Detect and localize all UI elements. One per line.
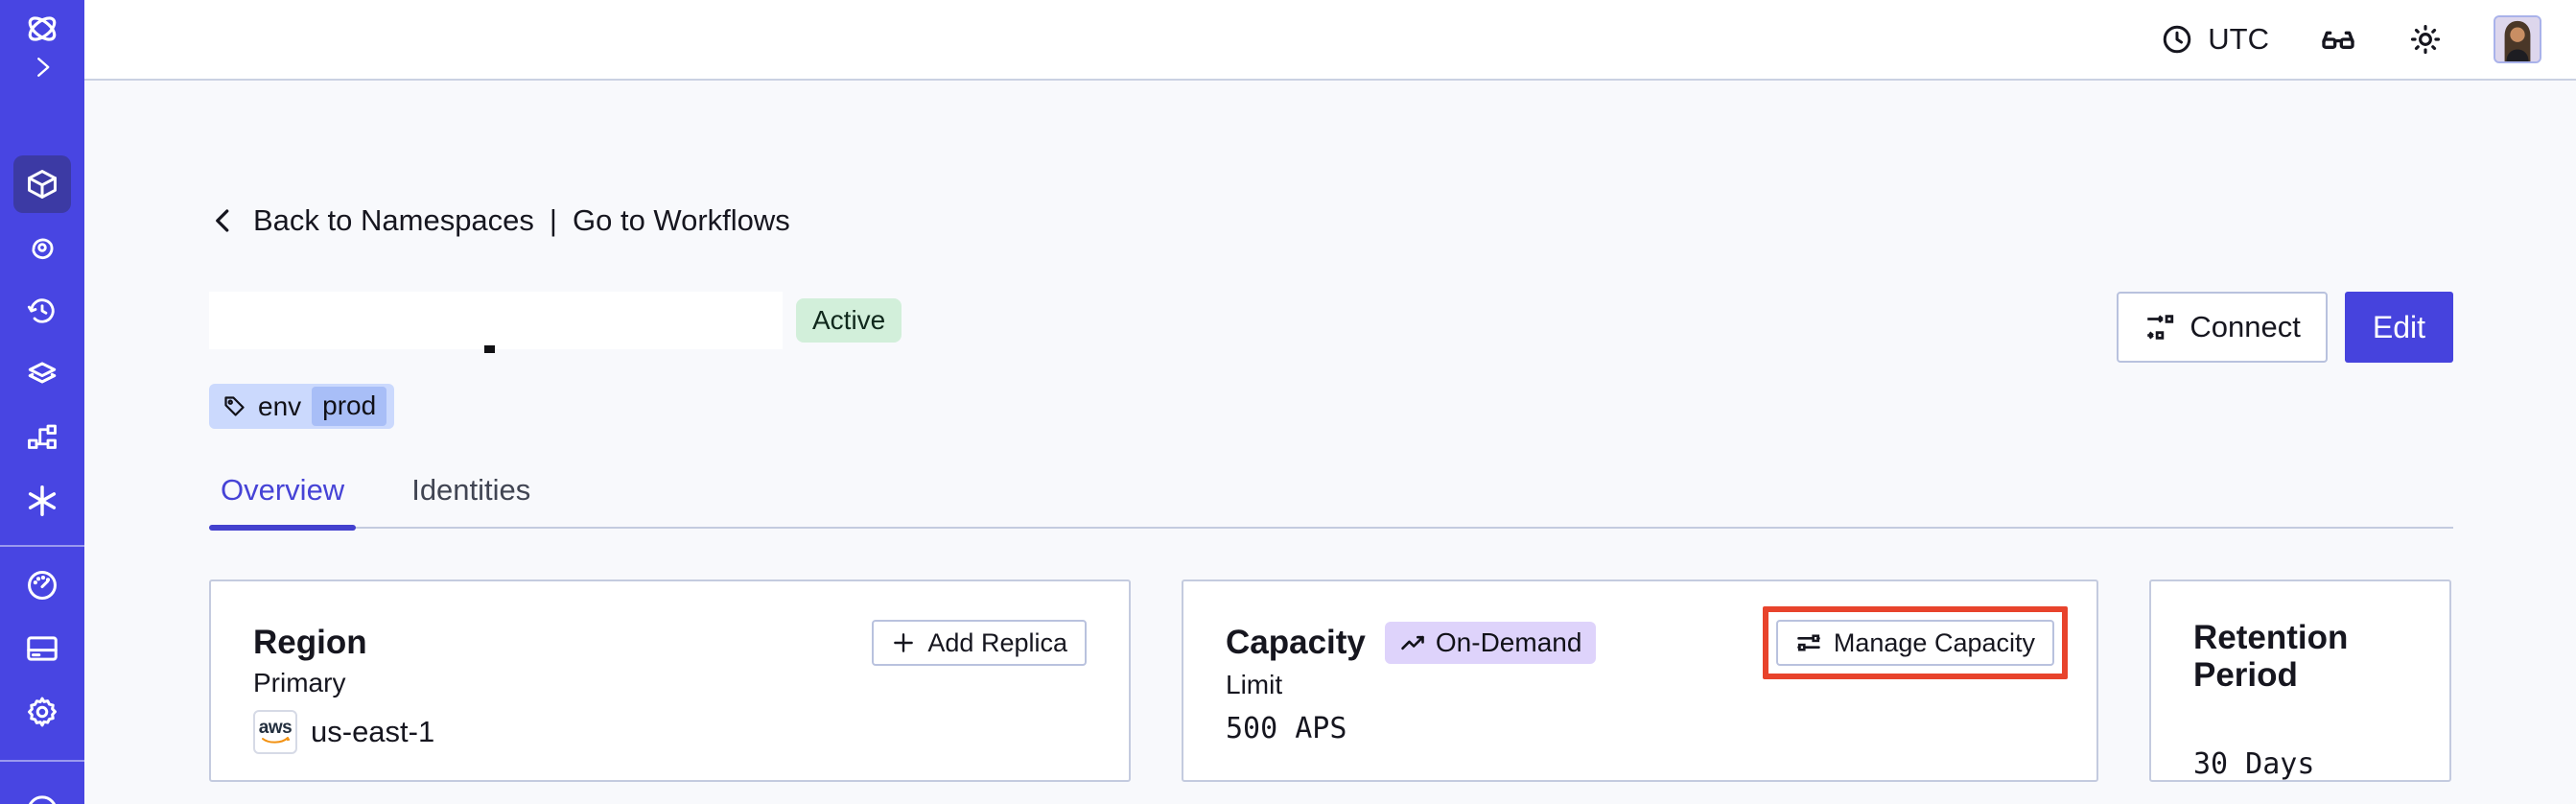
primary-label: Primary: [253, 668, 346, 698]
topbar: UTC: [84, 0, 2576, 81]
tab-overview[interactable]: Overview: [209, 473, 357, 531]
sidebar-item-namespaces[interactable]: [13, 155, 71, 213]
sidebar-item-history[interactable]: [13, 282, 71, 340]
tag-pill-env[interactable]: env prod: [209, 384, 395, 429]
manage-capacity-label: Manage Capacity: [1833, 627, 2035, 657]
temporal-logo-icon[interactable]: [13, 10, 71, 48]
sliders-icon: [1797, 634, 1820, 651]
edit-button[interactable]: Edit: [2344, 292, 2453, 363]
tab-identities[interactable]: Identities: [411, 473, 531, 507]
credit-card-icon: [27, 636, 58, 661]
sidebar-item-usage[interactable]: [13, 556, 71, 614]
region-value: us-east-1: [311, 715, 435, 748]
add-replica-button[interactable]: Add Replica: [872, 620, 1087, 666]
sun-icon[interactable]: [2407, 21, 2444, 58]
capacity-card-title: Capacity: [1226, 623, 1366, 661]
sidebar-expand-chevron-icon[interactable]: [13, 48, 71, 86]
breadcrumb: Back to Namespaces | Go to Workflows: [209, 203, 2453, 238]
breadcrumb-separator: |: [549, 203, 557, 237]
spiral-eye-icon: [32, 238, 54, 260]
limit-value: 500 APS: [1226, 712, 1347, 745]
aws-provider-icon: aws: [253, 710, 297, 754]
layers-icon: [28, 362, 57, 384]
glasses-icon[interactable]: [2319, 20, 2357, 59]
plus-icon: [894, 633, 914, 652]
branch-nodes-icon: [28, 424, 57, 449]
sidebar-item-asterisk[interactable]: [13, 472, 71, 530]
sidebar-divider-bottom: [0, 760, 84, 762]
tags-row: env prod: [209, 384, 2453, 429]
connect-flow-icon: [2147, 315, 2174, 340]
timezone-label: UTC: [2208, 22, 2269, 56]
breadcrumb-workflows-link[interactable]: Go to Workflows: [572, 203, 790, 237]
sidebar-item-spiral[interactable]: [13, 219, 71, 276]
timezone-selector[interactable]: UTC: [2160, 22, 2269, 57]
red-annotation-box: Manage Capacity: [1762, 606, 2068, 679]
user-avatar[interactable]: [2494, 15, 2541, 63]
retention-card: Retention Period 30 Days: [2149, 579, 2451, 782]
aws-smile-swoosh: [262, 737, 290, 744]
on-demand-badge: On-Demand: [1384, 622, 1597, 664]
clock-icon: [2164, 25, 2191, 54]
edit-button-label: Edit: [2372, 309, 2425, 344]
sidebar: [0, 0, 84, 804]
sidebar-item-layers[interactable]: [13, 345, 71, 403]
region-card-title: Region: [253, 623, 367, 661]
sidebar-item-billing[interactable]: [13, 620, 71, 677]
asterisk-icon: [28, 485, 57, 516]
gear-icon: [28, 697, 57, 727]
sidebar-item-branch[interactable]: [13, 409, 71, 466]
history-clock-icon: [27, 298, 55, 323]
help-circle-icon: [28, 795, 57, 804]
sidebar-divider: [0, 545, 84, 547]
namespace-title-redacted: [209, 292, 783, 353]
trend-up-icon: [1401, 635, 1424, 650]
tag-icon: [224, 396, 245, 416]
overview-cards: Region Add Replica Primary aws us: [209, 579, 2453, 782]
connect-button-label: Connect: [2190, 310, 2301, 343]
limit-label: Limit: [1226, 670, 1283, 699]
breadcrumb-back-link[interactable]: Back to Namespaces: [253, 203, 534, 237]
retention-value: 30 Days: [2193, 747, 2315, 781]
gauge-icon: [28, 571, 57, 600]
back-chevron-icon[interactable]: [209, 206, 238, 235]
region-card: Region Add Replica Primary aws us: [209, 579, 1131, 782]
on-demand-label: On-Demand: [1435, 627, 1582, 657]
sidebar-item-settings[interactable]: [13, 683, 71, 741]
tabs: Overview Identities: [209, 473, 2453, 531]
capacity-card: Capacity On-Demand Manage Ca: [1182, 579, 2098, 782]
connect-button[interactable]: Connect: [2117, 292, 2328, 363]
status-badge: Active: [796, 298, 902, 343]
namespace-header: Active Connect Edit: [209, 292, 2453, 363]
sidebar-item-help[interactable]: [13, 779, 71, 804]
retention-card-title: Retention Period: [2193, 619, 2349, 694]
add-replica-label: Add Replica: [927, 627, 1067, 657]
aws-logo-text: aws: [258, 718, 293, 738]
tag-key: env: [258, 390, 302, 421]
manage-capacity-button[interactable]: Manage Capacity: [1775, 620, 2054, 666]
main-content: Back to Namespaces | Go to Workflows Act…: [84, 81, 2576, 804]
tag-value: prod: [312, 387, 387, 426]
redaction-remnant: [484, 345, 495, 353]
cube-icon: [28, 170, 57, 199]
avatar-image: [2495, 17, 2540, 61]
